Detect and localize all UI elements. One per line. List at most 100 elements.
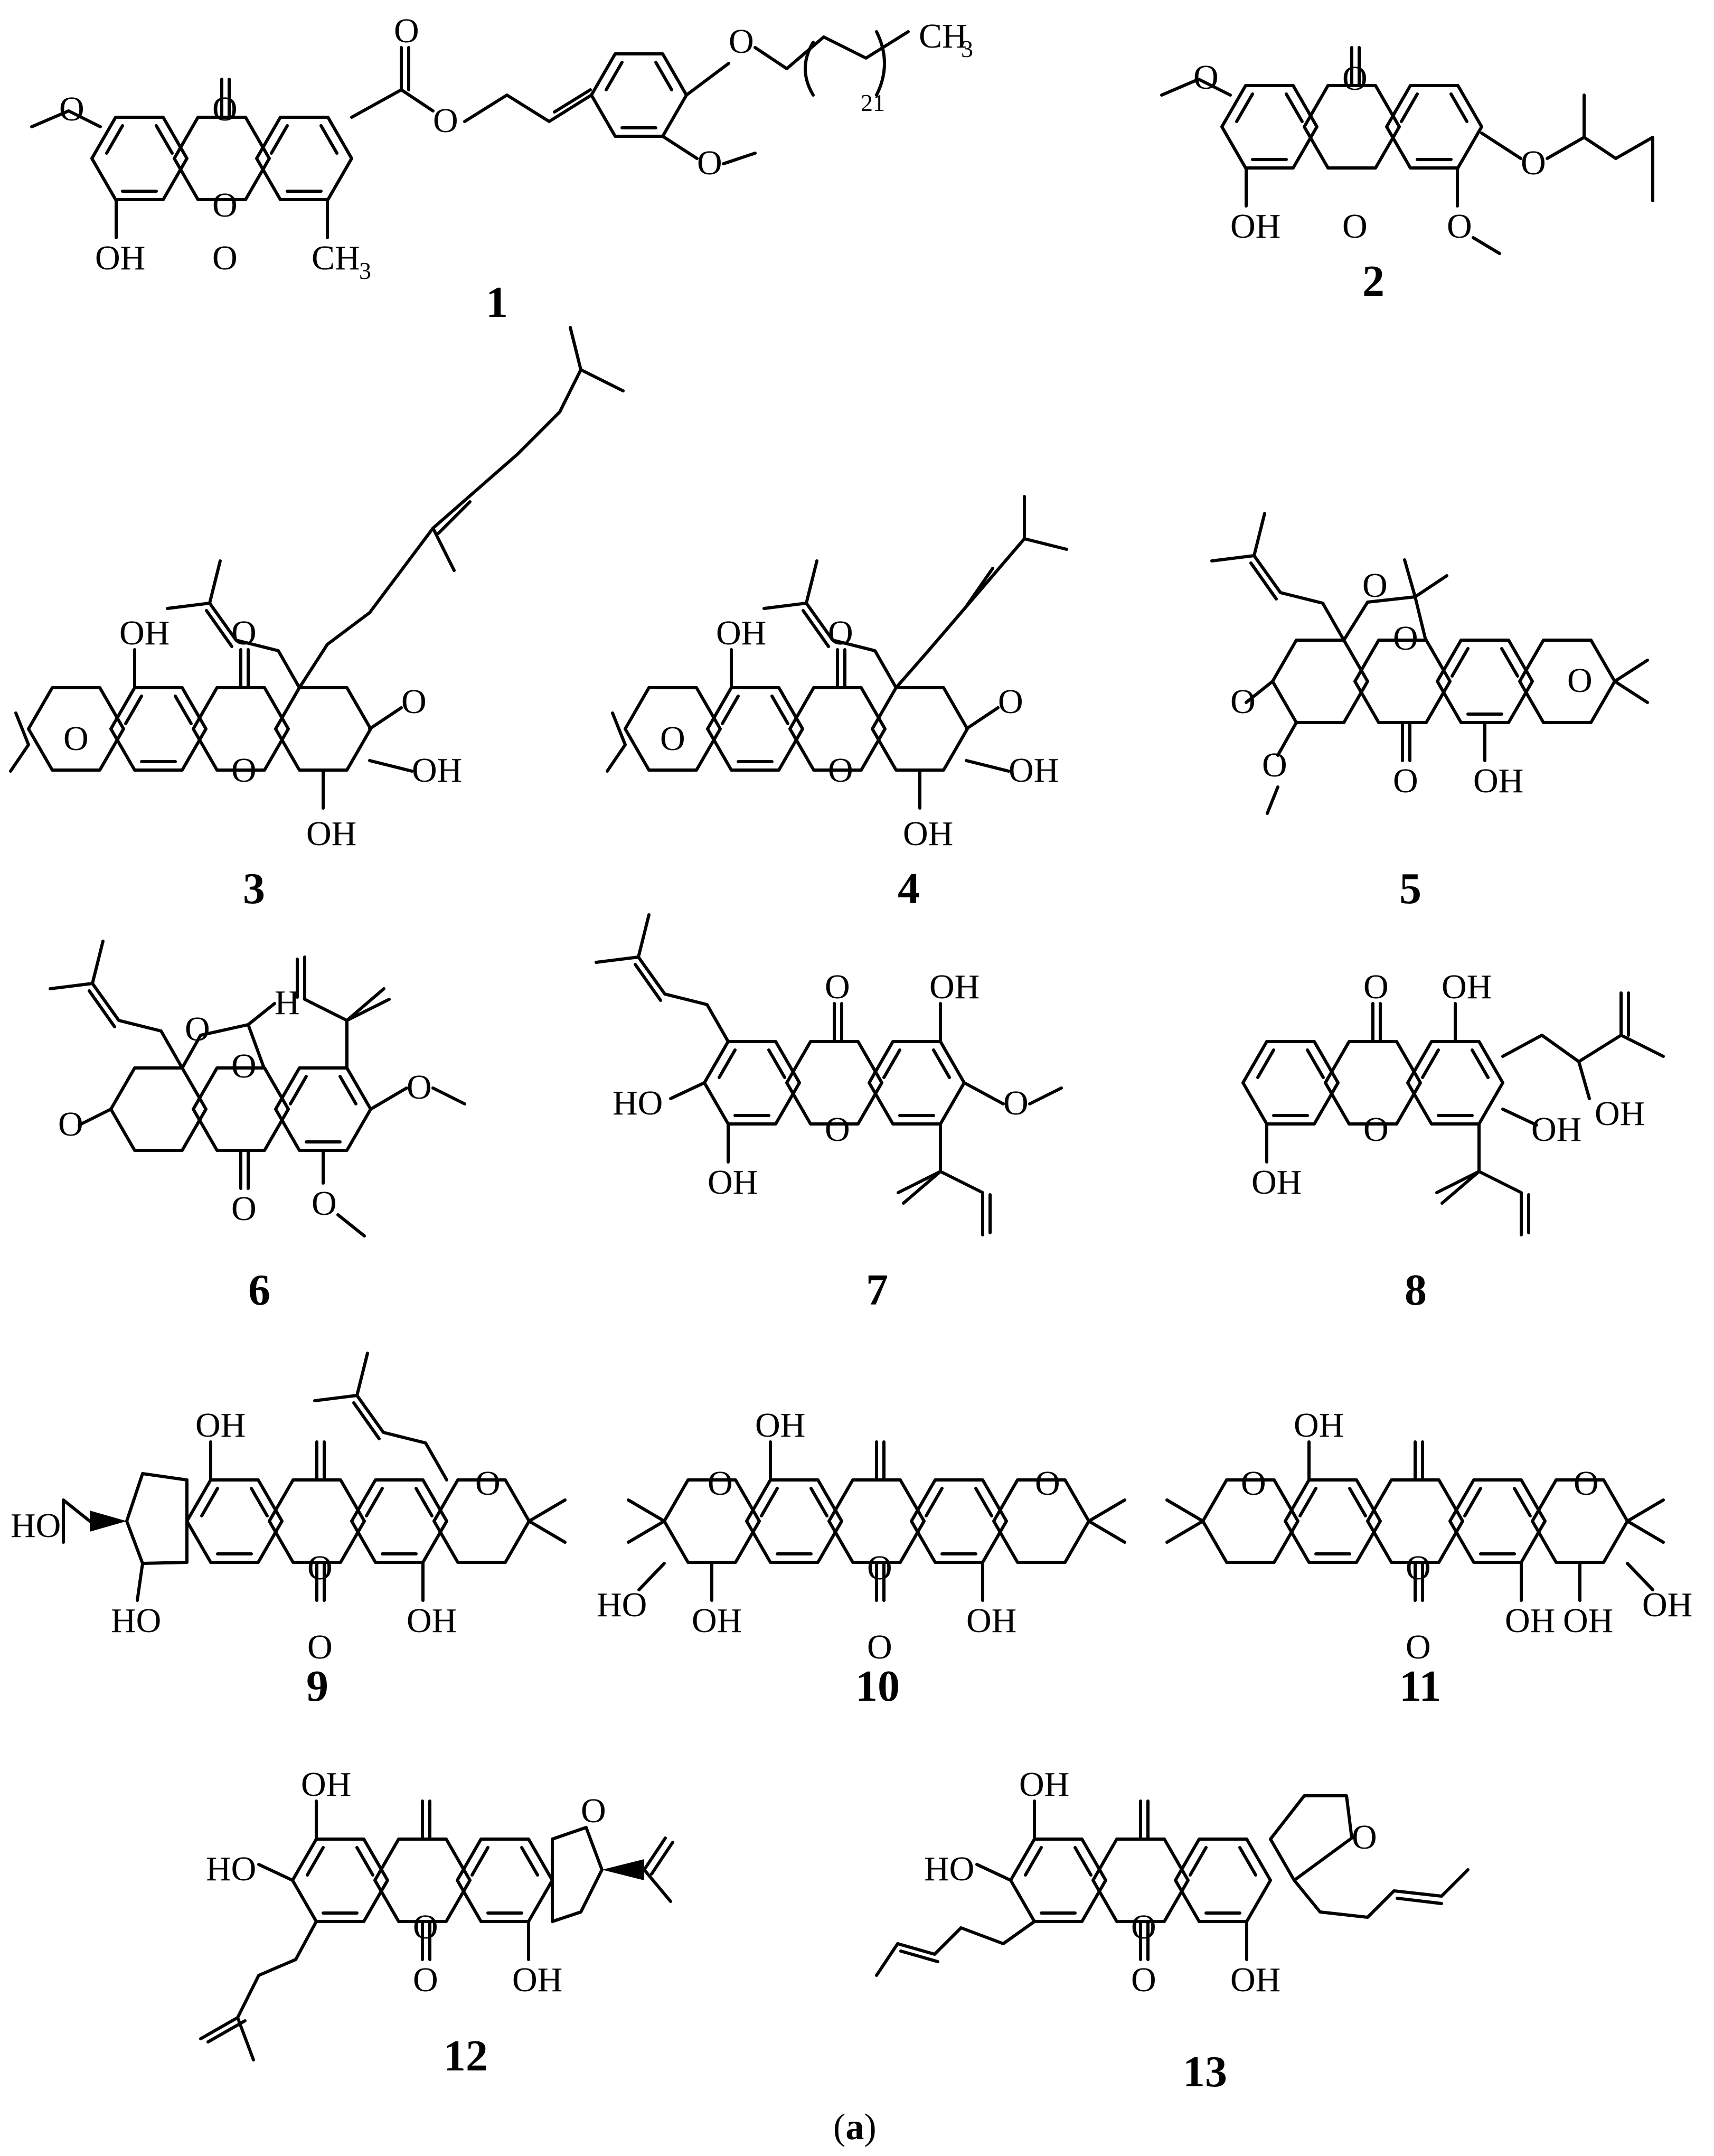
pyran-oxygen: O: [708, 1464, 733, 1503]
ring-oxygen: O: [825, 1110, 850, 1149]
ketone-oxygen-label: O: [1406, 1628, 1431, 1666]
ether-oxygen: O: [729, 22, 754, 61]
hydroxyl-label: HO: [613, 1084, 663, 1122]
compound-6-structure: O O O O H O O: [50, 941, 466, 1238]
hydroxyl-label-4: OH: [1595, 1094, 1645, 1133]
hydroxyl-label-3: OH: [1642, 1586, 1692, 1624]
aryl-methoxy-oxygen: O: [697, 144, 722, 182]
hydroxyl-label-2: OH: [1505, 1601, 1555, 1640]
methoxy-oxygen: O: [1003, 1084, 1029, 1122]
compound-13-number: 13: [1183, 2047, 1227, 2096]
compound-1-structure: O O O OH O CH 3 O O O CH 3 21 O: [30, 12, 973, 284]
furan-oxygen: O: [1352, 1818, 1377, 1857]
chain-repeat-subscript: 21: [861, 89, 885, 116]
furan-oxygen: O: [581, 1792, 606, 1830]
hydroxyl-label: OH: [1473, 762, 1523, 800]
compound-3-number: 3: [243, 864, 265, 913]
hydroxyl-label-2: HO: [924, 1850, 974, 1888]
ketone-oxygen-label: O: [1342, 207, 1368, 246]
hydroxyl-label-2: HO: [206, 1850, 256, 1888]
compound-2-structure: O O OH O O O: [1160, 48, 1654, 255]
hydroxyl-label: OH: [755, 1406, 805, 1445]
hydroxyl-label-3: OH: [306, 814, 356, 853]
ring-oxygen: O: [1406, 1549, 1431, 1587]
hydroxyl-label-4: OH: [692, 1601, 742, 1640]
hydroxyl-label-2: OH: [1009, 751, 1059, 790]
hydroxyl-label: OH: [301, 1765, 351, 1804]
compound-13-structure: O O O OH HO OH: [875, 1765, 1470, 1999]
hydroxyl-label: OH: [1251, 1163, 1302, 1202]
compound-9-structure: O O OH OH O HO HO: [11, 1353, 567, 1666]
ketone-oxygen-label: O: [825, 968, 850, 1006]
compound-11-number: 11: [1399, 1662, 1441, 1711]
ring-oxygen: O: [231, 1047, 257, 1085]
hydroxyl-label-2: OH: [412, 751, 462, 790]
methoxy-oxygen: O: [1193, 58, 1219, 97]
compound-6-number: 6: [248, 1266, 270, 1315]
compound-7-structure: O O HO OH OH O: [596, 915, 1063, 1235]
compound-3-structure: O O O OH O OH OH: [9, 326, 625, 853]
pyran-oxygen-2: O: [1574, 1464, 1599, 1503]
panel-caption: (a): [833, 2107, 877, 2148]
ring-oxygen: O: [1393, 619, 1418, 658]
methoxy-oxygen-2: O: [1447, 207, 1472, 246]
ring-oxygen: O: [307, 1549, 333, 1587]
ring-oxygen: O: [1131, 1908, 1156, 1946]
compound-12-structure: O O O OH HO OH: [199, 1765, 674, 2061]
hydroxyl-label-4: HO: [111, 1601, 161, 1640]
methoxy-oxygen-2: O: [312, 1184, 337, 1223]
hydroxyl-label-3: HO: [597, 1586, 647, 1624]
pyran-oxygen: O: [63, 719, 89, 758]
compound-8-structure: O O OH OH OH OH: [1243, 968, 1665, 1235]
compound-2-number: 2: [1362, 257, 1385, 306]
ketone-oxygen-label: O: [1393, 762, 1418, 800]
compound-10-number: 10: [855, 1662, 900, 1711]
ring-oxygen: O: [231, 751, 257, 790]
compound-7-number: 7: [866, 1266, 888, 1315]
enone-oxygen: O: [998, 682, 1023, 721]
pyran-oxygen: O: [475, 1464, 501, 1503]
ring-oxygen: O: [413, 1908, 438, 1946]
chain-methyl-label: CH: [919, 17, 967, 55]
compound-10-structure: O O OH OH O O HO OH: [597, 1406, 1126, 1666]
furan-oxygen: O: [1362, 566, 1388, 605]
compound-11-structure: O O OH OH O O OH OH: [1165, 1406, 1692, 1666]
chain-methyl-subscript: 3: [961, 35, 973, 62]
butoxy-oxygen: O: [1521, 144, 1546, 182]
hydroxyl-label: OH: [195, 1406, 246, 1445]
carbonyl-oxygen: O: [212, 90, 238, 128]
ring-oxygen: O: [1342, 59, 1368, 98]
methyl-subscript: 3: [359, 257, 371, 284]
methoxy-oxygen: O: [407, 1068, 432, 1107]
hydroxyl-label-3: HO: [11, 1506, 61, 1545]
hydroxyl-label-3: OH: [929, 968, 980, 1006]
hydroxyl-label: OH: [1019, 1765, 1069, 1804]
hydroxyl-label-2: OH: [708, 1163, 758, 1202]
pyran-oxygen-2: O: [1035, 1464, 1060, 1503]
enone-oxygen: O: [401, 682, 427, 721]
ketone-oxygen-label: O: [1131, 1961, 1156, 1999]
ring-oxygen: O: [867, 1549, 892, 1587]
compound-5-number: 5: [1399, 864, 1421, 913]
hydroxyl-label-4: OH: [1563, 1601, 1613, 1640]
compound-5-structure: O O O OH O O O: [1212, 513, 1649, 815]
pyran-oxygen: O: [1241, 1464, 1266, 1503]
compound-4-structure: O O O OH O OH OH: [606, 495, 1068, 853]
ester-oxygen: O: [433, 101, 458, 140]
ketone-oxygen-label: O: [231, 614, 257, 652]
enone-oxygen: O: [58, 1105, 83, 1143]
hydroxyl-label-3: OH: [1230, 1961, 1280, 1999]
hydroxyl-label: OH: [119, 614, 169, 652]
compound-9-number: 9: [306, 1662, 328, 1711]
pyran-oxygen: O: [1567, 661, 1593, 700]
ester-carbonyl-oxygen: O: [394, 12, 419, 50]
hydroxyl-label-2: OH: [1442, 968, 1492, 1006]
compound-1-number: 1: [486, 278, 508, 327]
hydroxyl-label: OH: [1230, 207, 1280, 246]
hydroxyl-label-2: OH: [966, 1601, 1016, 1640]
pyran-oxygen: O: [660, 719, 685, 758]
ketone-oxygen-label: O: [867, 1628, 892, 1666]
ring-oxygen: O: [828, 751, 853, 790]
ketone-oxygen-label: O: [1363, 968, 1389, 1006]
methoxy-oxygen: O: [1262, 746, 1287, 784]
